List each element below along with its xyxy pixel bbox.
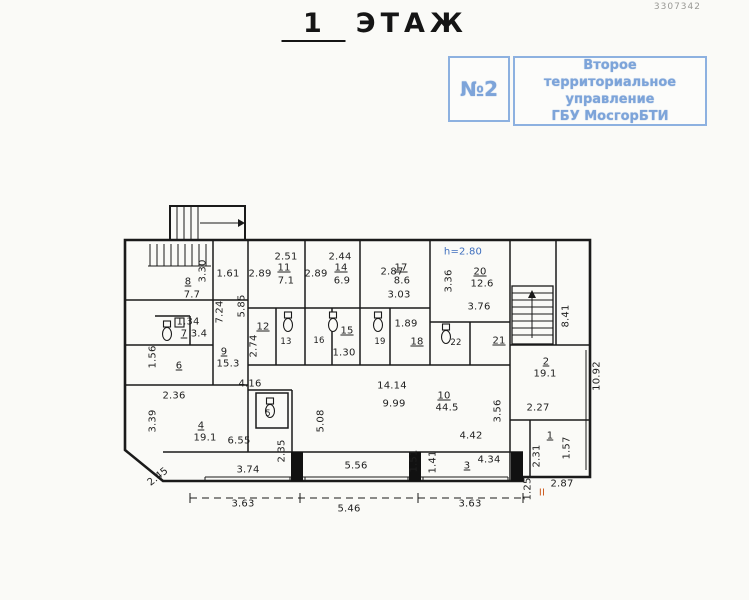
stamp-line-2: управление [565, 92, 655, 107]
bti-stamp: №2 Второе территориальное управление ГБУ… [448, 56, 707, 126]
stamp-number: №2 [448, 56, 510, 122]
stamp-text: Второе территориальное управление ГБУ Мо… [513, 56, 707, 126]
floor-number: 1 [281, 8, 346, 42]
scan-corner-note: 3307342 [653, 2, 701, 12]
stamp-line-3: ГБУ МосгорБТИ [551, 109, 669, 124]
floor-word: ЭТАЖ [355, 8, 468, 39]
stamp-line-1: Второе территориальное [543, 58, 677, 90]
page-title: 1 ЭТАЖ [281, 8, 468, 42]
